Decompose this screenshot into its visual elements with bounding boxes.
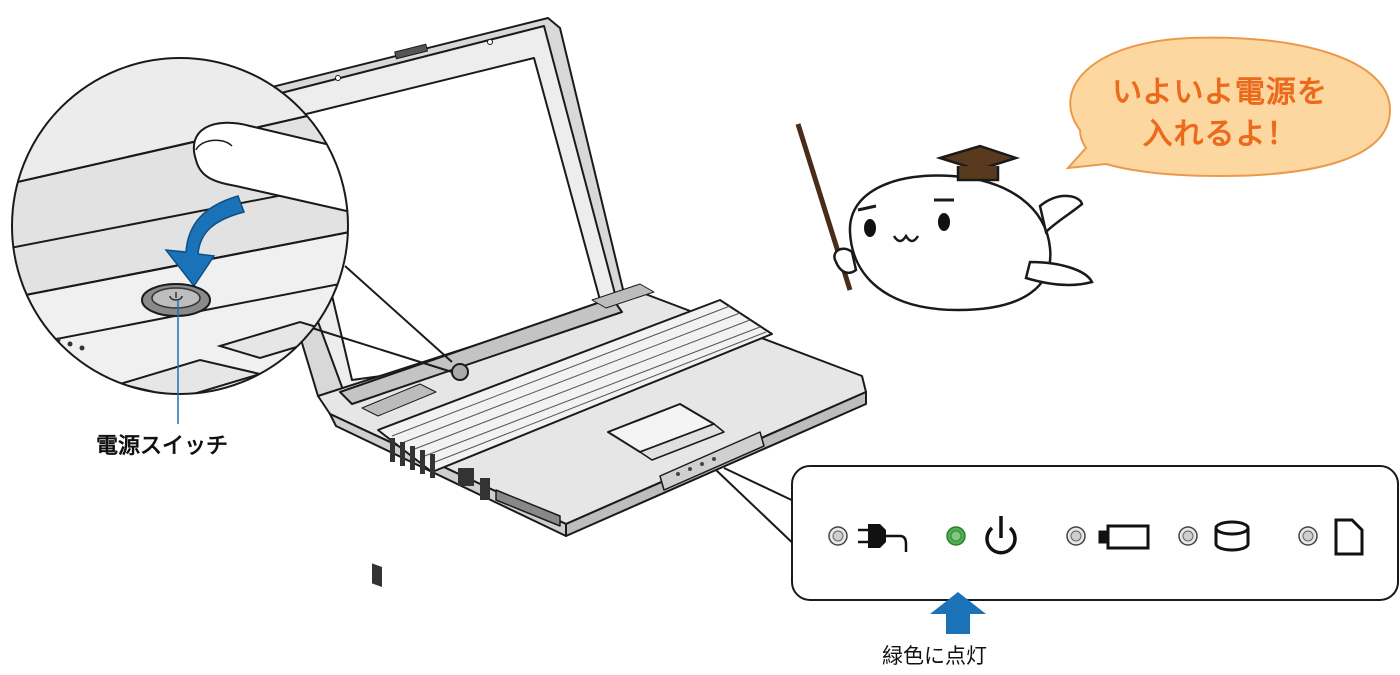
mascot-character: [798, 124, 1092, 310]
speech-bubble-text: いよいよ電源を 入れるよ！: [1070, 72, 1370, 156]
green-lit-label: 緑色に点灯: [882, 640, 987, 670]
speech-line-1: いよいよ電源を: [1070, 72, 1370, 114]
power-switch-label: 電源スイッチ: [96, 428, 228, 460]
speech-line-2: 入れるよ！: [1070, 114, 1370, 156]
indicator-panel: [716, 466, 1398, 634]
